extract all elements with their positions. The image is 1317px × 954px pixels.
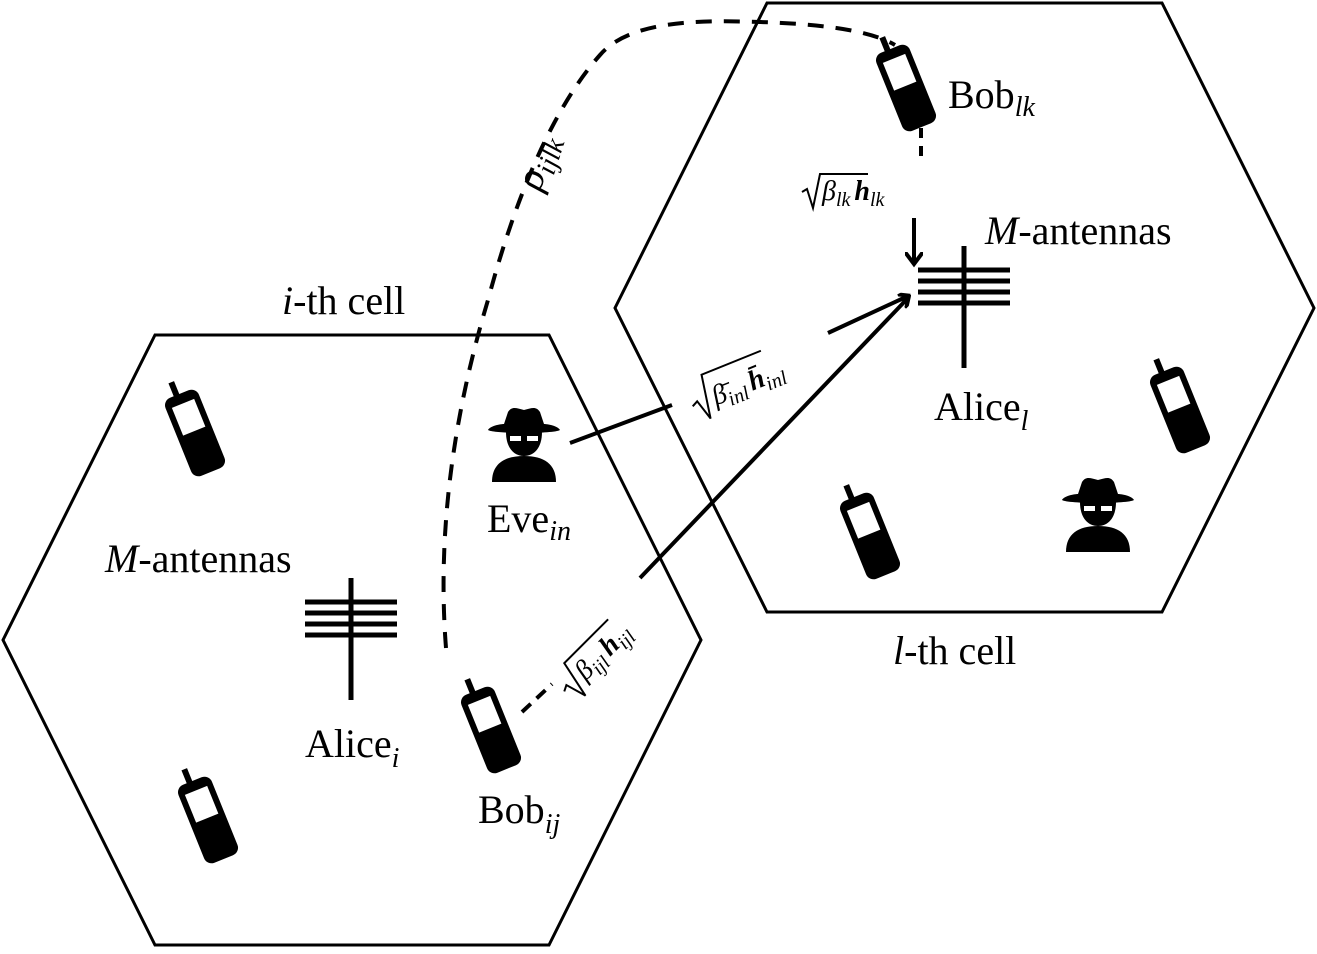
eavesdropper-icon [488, 408, 560, 482]
rho-label: ρijlk [505, 128, 571, 198]
svg-text:β̄inlh̄inl: β̄inlh̄inl [706, 355, 791, 417]
mobile-phone-icon [170, 761, 241, 866]
antennas-l-label: M-antennas [984, 208, 1172, 253]
mobile-phone-icon [453, 671, 524, 776]
svg-text:ρijlk: ρijlk [505, 128, 571, 198]
cell-l-label: l-th cell [893, 628, 1016, 673]
mobile-phone-icon [832, 477, 903, 582]
bob-ij-dashed-link [520, 682, 554, 714]
cell-i-hexagon [1, 333, 703, 947]
mobile-phone-icon [868, 29, 939, 134]
bob-lk-label: Boblk [948, 72, 1035, 123]
bob-ij-label: Bobij [478, 787, 560, 840]
cell-i-label: i-th cell [282, 278, 405, 323]
alice-i-label: Alicei [305, 721, 399, 774]
eavesdropper-icon [1062, 478, 1134, 552]
bob-ij-arrow [638, 298, 908, 580]
antenna-array-icon [918, 246, 1010, 368]
cell-l-hexagon [613, 1, 1316, 614]
rho-dashed-link [441, 19, 897, 649]
antennas-i-label: M-antennas [104, 536, 292, 581]
eve-link-segment-1 [569, 403, 673, 445]
antenna-array-icon [305, 578, 397, 700]
svg-text:βijlhijl: βijlhijl [568, 617, 641, 690]
alice-l-label: Alicel [934, 384, 1029, 437]
eve-in-label: Evein [487, 496, 571, 547]
eve-link-arrow [827, 296, 908, 335]
bob-ij-channel-label: βijlhijl [562, 617, 641, 697]
eve-channel-label: β̄inlh̄inl [691, 349, 791, 420]
mobile-phone-icon [1142, 351, 1213, 456]
mobile-phone-icon [157, 374, 228, 479]
